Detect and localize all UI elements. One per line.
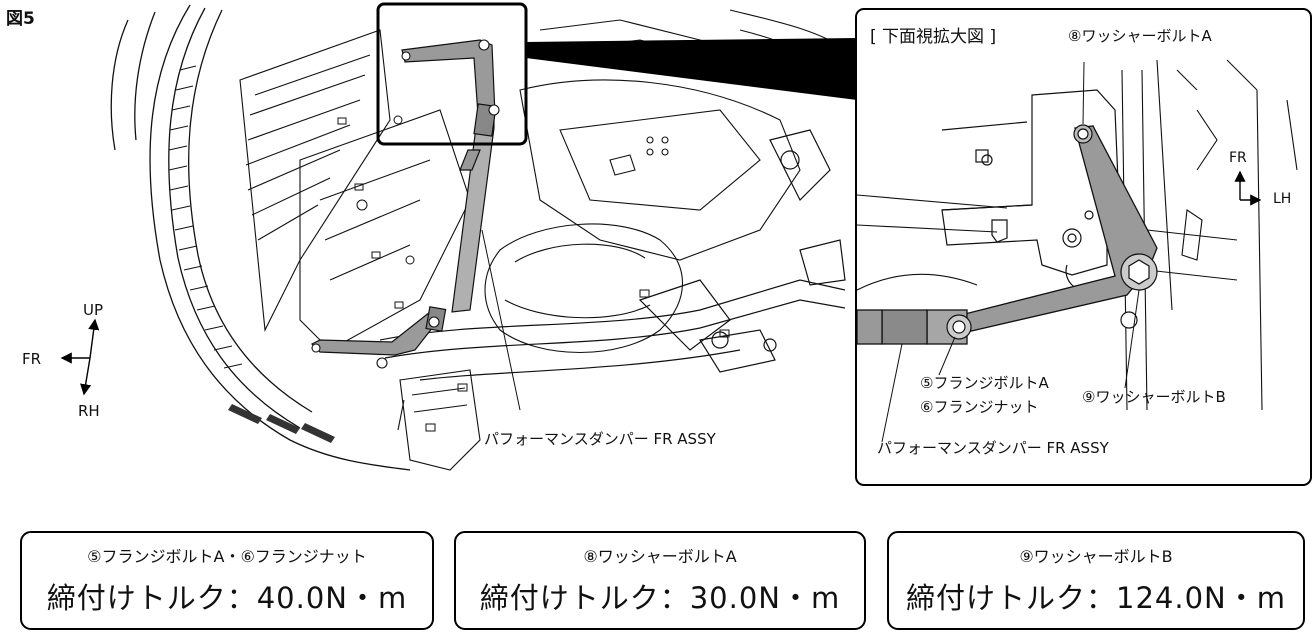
inset-front-label: FR <box>1229 150 1247 166</box>
torque-box-washer-b: ⑨ワッシャーボルトB 締付けトルク：124.0N・m <box>887 531 1305 630</box>
main-damper-callout: パフォーマンスダンパー FR ASSY <box>484 430 716 448</box>
detail-highlight-box <box>376 2 528 146</box>
inset-title: [ 下面視拡大図 ] <box>870 27 997 47</box>
lower-grille-slots <box>228 404 335 443</box>
torque-parts-label: ⑧ワッシャーボルトA <box>583 547 737 566</box>
torque-parts-label: ⑨ワッシャーボルトB <box>1019 547 1173 566</box>
inset-line-drawing <box>857 59 1298 443</box>
bumper-ribs <box>168 65 243 369</box>
inset-frame-rails <box>857 59 1298 411</box>
torque-box-washer-a: ⑧ワッシャーボルトA 締付けトルク：30.0N・m <box>454 531 866 630</box>
torque-value: 締付けトルク：124.0N・m <box>906 581 1286 615</box>
front-bumper-outline <box>110 4 411 471</box>
inset-bracket <box>941 89 1120 292</box>
performance-damper <box>310 39 497 356</box>
torque-box-flange: ⑤フランジボルトA・⑥フランジナット 締付けトルク：40.0N・m <box>20 531 434 630</box>
main-up-label: UP <box>83 301 104 319</box>
main-right-label: RH <box>78 402 100 420</box>
damper-callout-leader <box>481 229 521 411</box>
under-cover-panels <box>239 29 471 351</box>
main-direction-arrows <box>60 318 100 396</box>
torque-parts-label: ⑤フランジボルトA・⑥フランジナット <box>87 547 367 566</box>
callout-washer-bolt-b: ⑨ワッシャーボルトB <box>1082 388 1226 406</box>
figure-label: 図5 <box>6 9 35 29</box>
callout-inset-damper: パフォーマンスダンパー FR ASSY <box>877 439 1109 457</box>
damper-bolt-circles <box>311 39 500 369</box>
torque-value: 締付けトルク：30.0N・m <box>479 581 841 615</box>
cross-member <box>379 129 846 381</box>
inset-callout-leaders <box>881 61 1140 443</box>
main-front-label: FR <box>22 350 42 368</box>
inset-left-label: LH <box>1273 191 1292 207</box>
underbody-line-drawing <box>60 2 846 471</box>
inset-direction-arrows <box>1234 170 1262 206</box>
callout-flange-bolt-a: ⑤フランジボルトA <box>920 374 1049 392</box>
panel-fastener-holes <box>337 115 730 432</box>
enlarged-view-inset <box>855 8 1312 486</box>
inset-bolts <box>946 124 1158 340</box>
splash-shield <box>397 369 481 471</box>
torque-value: 締付けトルク：40.0N・m <box>46 581 408 615</box>
callout-flange-nut: ⑥フランジナット <box>920 398 1039 416</box>
callout-washer-bolt-a: ⑧ワッシャーボルトA <box>1068 27 1212 45</box>
